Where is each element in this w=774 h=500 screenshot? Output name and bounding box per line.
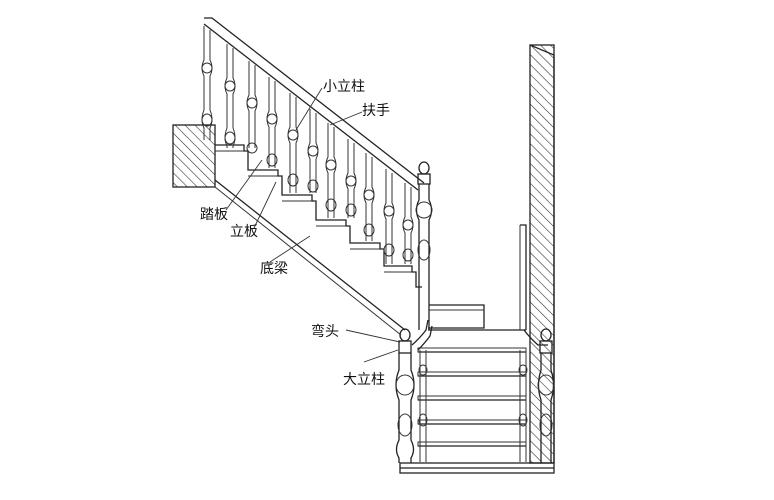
baluster bbox=[325, 123, 337, 218]
upper-flight-steps bbox=[215, 144, 422, 288]
newel-post-label: 大立柱 bbox=[343, 372, 385, 388]
handrail bbox=[203, 17, 425, 191]
landing-newel-post bbox=[415, 161, 433, 330]
baluster bbox=[307, 109, 319, 193]
right-newel-post bbox=[537, 328, 555, 463]
lower-left-rail bbox=[411, 319, 433, 462]
handrail-label: 扶手 bbox=[362, 103, 390, 119]
riser-label: 立板 bbox=[230, 224, 258, 240]
baluster bbox=[246, 61, 258, 154]
baluster bbox=[287, 93, 299, 193]
lower-right-rail bbox=[518, 329, 548, 462]
newel-post bbox=[395, 328, 415, 463]
left-wall-block bbox=[172, 124, 216, 188]
small-post-label: 小立柱 bbox=[323, 79, 365, 95]
baluster bbox=[402, 183, 414, 264]
baluster bbox=[345, 139, 357, 218]
baluster bbox=[383, 169, 395, 264]
baluster bbox=[224, 44, 236, 148]
small-posts bbox=[201, 26, 414, 264]
leader-lines bbox=[225, 87, 401, 363]
tread-label: 踏板 bbox=[200, 207, 228, 223]
baluster bbox=[363, 153, 375, 241]
baluster bbox=[201, 26, 213, 140]
stringer-label: 底梁 bbox=[260, 261, 288, 277]
gooseneck-label: 弯头 bbox=[311, 324, 339, 340]
baluster bbox=[266, 77, 278, 168]
stringer bbox=[214, 179, 406, 336]
lower-flight-steps bbox=[399, 329, 555, 474]
landing bbox=[428, 224, 527, 330]
